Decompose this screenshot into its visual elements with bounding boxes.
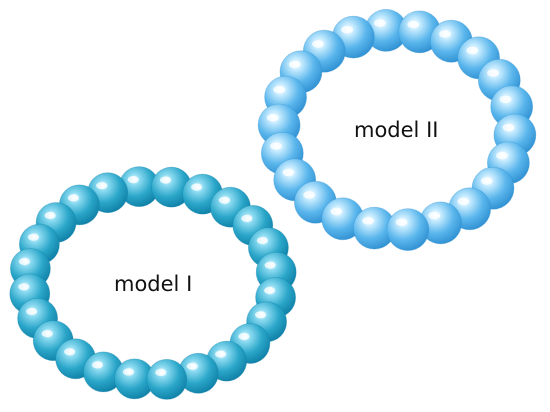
bead-highlight bbox=[428, 211, 441, 220]
bead-highlight bbox=[502, 123, 515, 132]
bead-highlight bbox=[218, 196, 230, 204]
bead-highlight bbox=[439, 30, 451, 38]
bead-highlight bbox=[466, 46, 479, 55]
bead-highlight bbox=[26, 307, 38, 315]
bead-highlight bbox=[191, 183, 203, 191]
bead-highlight bbox=[282, 168, 295, 177]
bead-highlight bbox=[264, 261, 276, 269]
bead-highlight bbox=[288, 60, 301, 69]
bead-highlight bbox=[457, 197, 470, 206]
bracelet-label-model-2: model II bbox=[354, 118, 439, 142]
bead-highlight bbox=[303, 191, 315, 199]
bead-highlight bbox=[312, 40, 324, 48]
bead-highlight bbox=[362, 217, 374, 225]
bead bbox=[386, 208, 430, 252]
bead-highlight bbox=[270, 142, 282, 150]
bead-highlight bbox=[155, 368, 167, 376]
bead-highlight bbox=[96, 182, 108, 190]
bead-highlight bbox=[266, 113, 279, 122]
bead-highlight bbox=[122, 368, 135, 376]
bead-highlight bbox=[127, 176, 139, 184]
bead-highlight bbox=[67, 194, 79, 202]
bracelet-model-2 bbox=[257, 8, 537, 252]
bracelet-label-model-1: model I bbox=[114, 272, 193, 296]
bead-highlight bbox=[159, 176, 172, 184]
bead-highlight bbox=[407, 20, 420, 29]
bracelet-model-1 bbox=[9, 166, 297, 400]
bead-highlight bbox=[273, 85, 286, 94]
bead-highlight bbox=[256, 237, 268, 245]
bead-highlight bbox=[330, 207, 343, 216]
bead-highlight bbox=[91, 361, 103, 369]
bead-highlight bbox=[255, 311, 267, 319]
bead-highlight bbox=[480, 177, 493, 185]
bead-highlight bbox=[264, 286, 276, 295]
bead-highlight bbox=[186, 362, 198, 370]
bead-highlight bbox=[373, 19, 386, 27]
bead-highlight bbox=[395, 218, 408, 226]
bead-highlight bbox=[41, 330, 53, 338]
bead-highlight bbox=[44, 211, 56, 220]
bead-highlight bbox=[18, 257, 30, 266]
bead-highlight bbox=[27, 233, 39, 241]
bead-highlight bbox=[496, 151, 508, 160]
bead-highlight bbox=[499, 95, 512, 104]
bead-highlight bbox=[487, 69, 499, 77]
bead-highlight bbox=[241, 214, 253, 222]
bead-highlight bbox=[215, 350, 227, 358]
bead-highlight bbox=[64, 348, 76, 356]
bead-highlight bbox=[238, 332, 250, 341]
bead-highlight bbox=[18, 283, 30, 291]
bead bbox=[146, 358, 188, 400]
bead-highlight bbox=[341, 25, 353, 34]
